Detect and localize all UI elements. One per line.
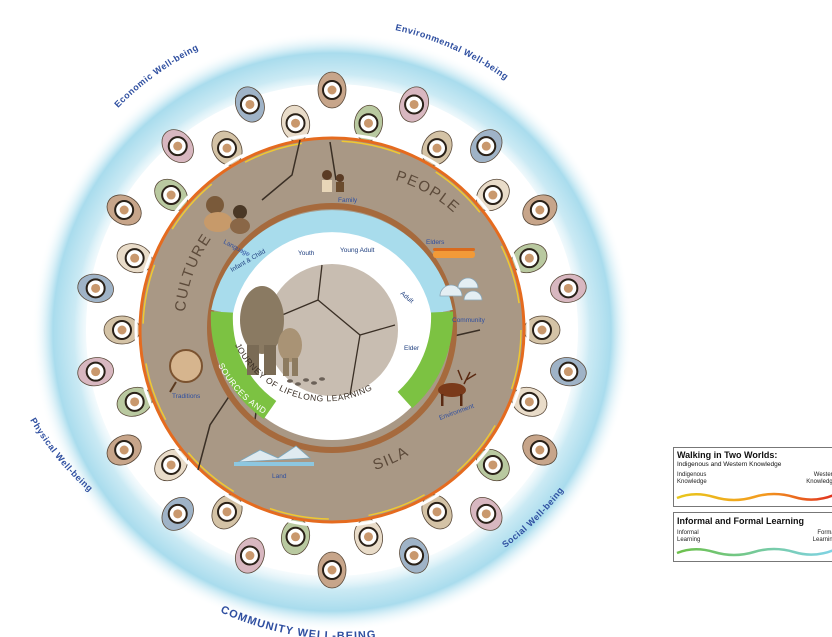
person-figure — [77, 273, 114, 303]
person-figure — [280, 518, 311, 556]
legend-formal-label: Formal Learning — [812, 530, 832, 543]
journey-blue-arc — [211, 210, 453, 315]
legend-two-worlds-wave — [676, 492, 832, 502]
legend-informal-label: Informal Learning — [677, 530, 701, 543]
person-figure — [470, 496, 503, 531]
earth-disc-edge — [138, 136, 526, 524]
person-figure — [154, 448, 188, 482]
mother-child-illustration — [240, 286, 302, 376]
people-figures — [77, 71, 587, 589]
family-label: Family — [338, 197, 358, 204]
person-figure — [353, 104, 384, 142]
person-figure — [77, 357, 114, 387]
disc-outline — [134, 132, 530, 528]
person-figure — [550, 273, 587, 303]
stage-elder: Elder — [404, 345, 420, 352]
person-figure — [106, 434, 142, 466]
journey-green-arc-left — [210, 311, 277, 420]
traditions-label: Traditions — [172, 393, 201, 400]
person-figure — [106, 194, 142, 226]
person-figure — [399, 86, 430, 123]
elders-label: Elders — [426, 239, 445, 246]
person-figure — [522, 194, 558, 226]
caribou-icon — [438, 369, 477, 406]
person-figure — [234, 86, 265, 123]
stage-young-adult: Young Adult — [340, 247, 375, 254]
legend-learning-title: Informal and Formal Learning — [677, 516, 805, 526]
legend-western-label: Western Knowledge — [806, 472, 832, 485]
person-figure — [161, 129, 194, 164]
igloo-icon — [439, 277, 483, 301]
sources-ring — [207, 203, 457, 453]
community-knowledge-label: Community — [452, 317, 486, 324]
legend-learning: Informal and Formal Learning Informal Le… — [673, 512, 832, 562]
footprints — [287, 377, 325, 386]
language-icon — [204, 196, 250, 234]
drum-icon — [169, 349, 203, 393]
elders-icon — [433, 248, 475, 258]
person-figure — [161, 496, 194, 531]
legend-indigenous-label: Indigenous Knowledge — [677, 472, 707, 485]
person-figure — [280, 104, 311, 142]
person-figure — [399, 537, 430, 574]
land-icon — [234, 445, 314, 466]
stage-youth: Youth — [298, 250, 315, 257]
journey-green-arc-right — [397, 311, 454, 409]
earth-disc-edge-yellow — [142, 140, 522, 520]
person-figure — [523, 315, 561, 345]
person-figure — [317, 71, 347, 109]
person-figure — [511, 243, 548, 274]
land-label: Land — [272, 473, 287, 480]
legend-two-worlds: Walking in Two Worlds: Indigenous and We… — [673, 447, 832, 507]
person-figure — [353, 518, 384, 556]
inner-core — [266, 264, 398, 396]
legend-two-worlds-subtitle: Indigenous and Western Knowledge — [677, 461, 782, 468]
person-figure — [476, 178, 510, 212]
person-figure — [522, 434, 558, 466]
person-figure — [317, 551, 347, 589]
person-figure — [154, 178, 188, 212]
person-figure — [116, 243, 153, 274]
person-figure — [511, 386, 548, 417]
person-figure — [421, 494, 453, 530]
person-figure — [550, 357, 587, 387]
person-figure — [421, 130, 453, 166]
legend-two-worlds-title: Walking in Two Worlds: — [677, 450, 778, 460]
person-figure — [470, 129, 503, 164]
person-figure — [476, 448, 510, 482]
person-figure — [211, 130, 243, 166]
family-icon — [322, 170, 344, 192]
person-figure — [234, 537, 265, 574]
person-figure — [116, 386, 153, 417]
legend-learning-wave — [676, 547, 832, 557]
core-cracks — [274, 264, 396, 396]
person-figure — [103, 315, 141, 345]
